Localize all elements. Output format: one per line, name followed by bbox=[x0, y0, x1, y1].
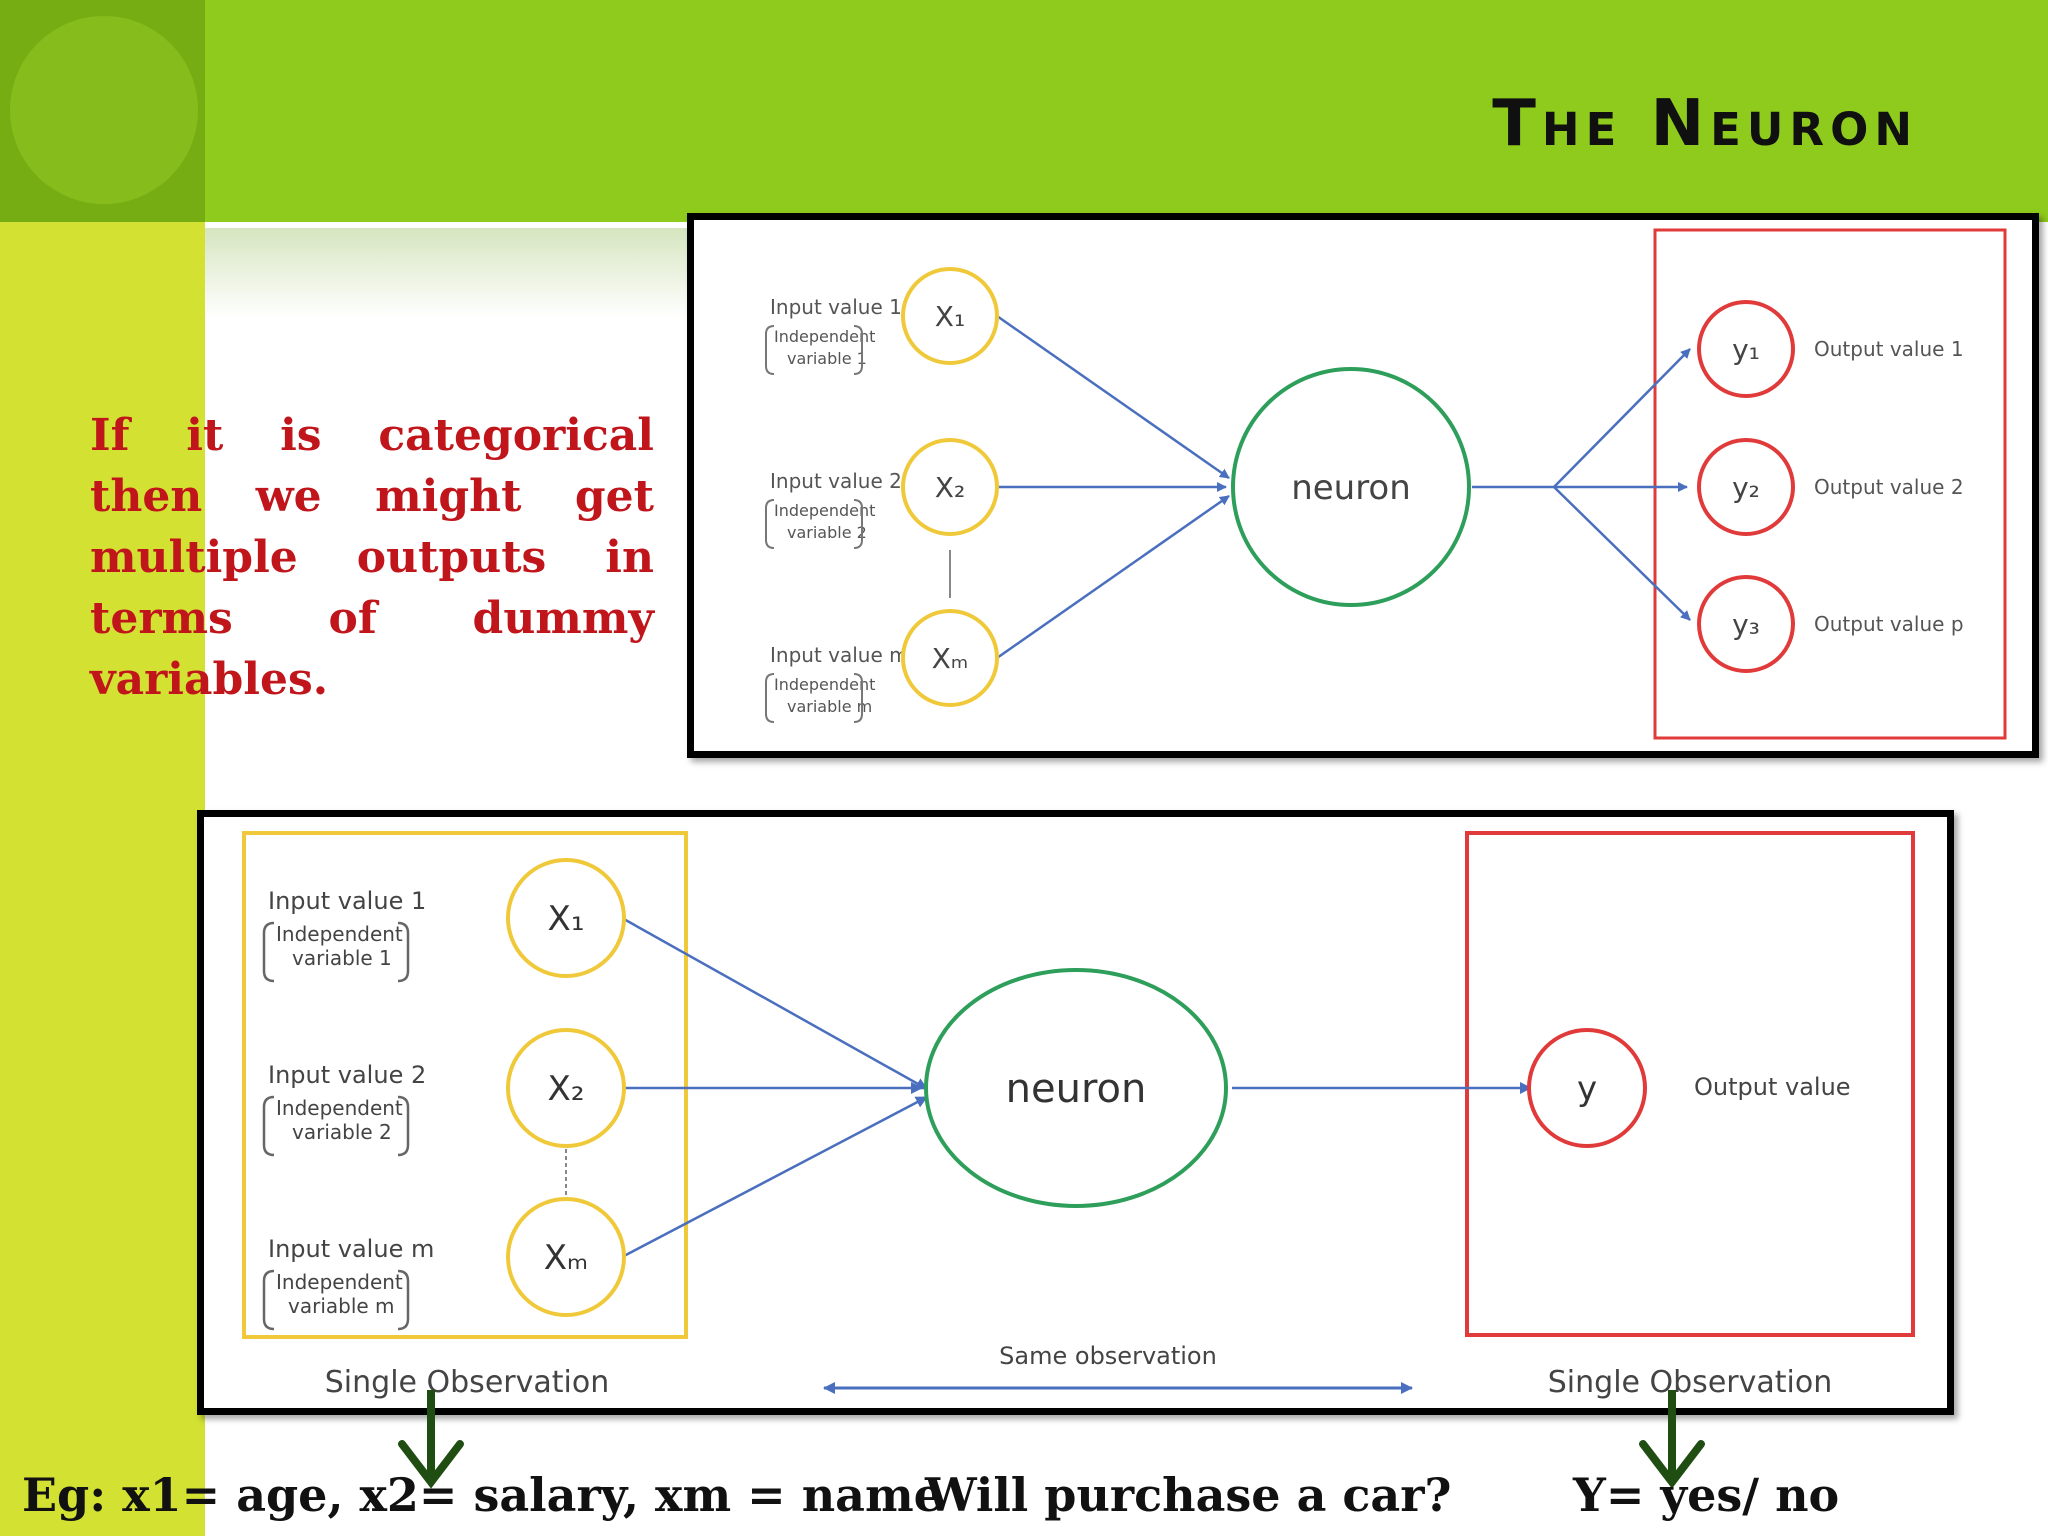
output-node-y3-label: y₃ bbox=[1732, 608, 1760, 641]
input-1-label: Input value 1 bbox=[268, 887, 426, 915]
bracket-right bbox=[397, 1095, 410, 1157]
input-1-sub1: Independent bbox=[276, 922, 403, 946]
edge-split-y3 bbox=[1553, 486, 1691, 621]
footer-question: Will purchase a car? bbox=[925, 1468, 1452, 1522]
input-m-sub2: variable m bbox=[787, 697, 872, 716]
neuron-label: neuron bbox=[1291, 468, 1411, 508]
input-2-sub2: variable 2 bbox=[787, 523, 867, 542]
input-m-sub1: Independent bbox=[276, 1270, 403, 1294]
output-node-y2-label: y₂ bbox=[1732, 471, 1760, 504]
output-2: y₂ Output value 2 bbox=[1697, 438, 1964, 536]
input-m: Input value m Independent variable m Xₘ bbox=[262, 1197, 626, 1331]
bracket-left bbox=[262, 1095, 275, 1157]
input-node-x1-label: X₁ bbox=[935, 300, 965, 333]
input-node-x1 bbox=[506, 858, 626, 978]
input-1-sub2: variable 1 bbox=[292, 946, 392, 970]
bracket-right bbox=[853, 325, 863, 375]
output-1: y₁ Output value 1 bbox=[1697, 300, 1964, 398]
output-node-y1 bbox=[1697, 300, 1795, 398]
bracket-left bbox=[262, 1269, 275, 1331]
middle-caption: Same observation bbox=[999, 1342, 1217, 1370]
output-box bbox=[1653, 228, 2007, 740]
diagram-bottom-svg: Input value 1 Independent variable 1 X₁ … bbox=[242, 831, 1915, 1400]
input-1-sub2: variable 1 bbox=[787, 349, 867, 368]
footer-example: Eg: x1= age, x2= salary, xm = name bbox=[22, 1468, 943, 1522]
diagram-top-svg: Input value 1 Independent variable 1 X₁ … bbox=[765, 228, 2007, 740]
slide-title: The Neuron bbox=[1492, 87, 1918, 161]
edge-x1-neuron bbox=[996, 314, 1230, 480]
output-node-y1-label: y₁ bbox=[1732, 333, 1760, 366]
edge-xm-neuron bbox=[621, 1095, 928, 1259]
input-node-xm bbox=[506, 1197, 626, 1317]
diagram-multiple-outputs: Input value 1 Independent variable 1 X₁ … bbox=[687, 213, 2039, 758]
bracket-right bbox=[853, 673, 863, 723]
input-node-x2-label: X₂ bbox=[548, 1069, 585, 1109]
neuron-label: neuron bbox=[1006, 1066, 1147, 1112]
neuron-node bbox=[924, 968, 1228, 1208]
output-1-label: Output value 1 bbox=[1814, 337, 1964, 361]
input-2-sub1: Independent bbox=[774, 501, 875, 520]
input-m-sub1: Independent bbox=[774, 675, 875, 694]
neuron-node bbox=[1231, 367, 1471, 607]
input-node-x1 bbox=[901, 267, 999, 365]
input-2-sub2: variable 2 bbox=[292, 1120, 392, 1144]
input-1: Input value 1 Independent variable 1 X₁ bbox=[765, 267, 999, 375]
bracket-right bbox=[853, 499, 863, 549]
down-arrow-icon bbox=[1639, 1390, 1705, 1489]
output-node-y-label: y bbox=[1577, 1069, 1597, 1109]
bracket-left bbox=[765, 673, 775, 723]
bracket-left bbox=[765, 499, 775, 549]
input-box bbox=[242, 831, 688, 1339]
input-node-xm bbox=[901, 609, 999, 707]
diagram-single-output: Input value 1 Independent variable 1 X₁ … bbox=[197, 810, 1954, 1415]
input-m-label: Input value m bbox=[770, 643, 909, 667]
header-band bbox=[0, 0, 2048, 222]
right-caption: Single Observation bbox=[1548, 1365, 1832, 1400]
input-m-label: Input value m bbox=[268, 1235, 434, 1263]
input-1: Input value 1 Independent variable 1 X₁ bbox=[262, 858, 626, 983]
bracket-right bbox=[397, 921, 410, 983]
left-caption: Single Observation bbox=[325, 1365, 609, 1400]
bracket-right bbox=[397, 1269, 410, 1331]
input-2-label: Input value 2 bbox=[770, 469, 902, 493]
edge-x1-neuron bbox=[621, 916, 928, 1091]
left-accent-bar bbox=[0, 222, 205, 1536]
input-2: Input value 2 Independent variable 2 X₂ bbox=[262, 1028, 626, 1157]
output-label: Output value bbox=[1694, 1073, 1851, 1101]
input-node-xm-label: Xₘ bbox=[544, 1238, 588, 1278]
output-node-y bbox=[1527, 1028, 1647, 1148]
bracket-left bbox=[765, 325, 775, 375]
edge-split-y1 bbox=[1553, 348, 1691, 488]
input-node-xm-label: Xₘ bbox=[932, 642, 969, 675]
input-m: Input value m Independent variable m Xₘ bbox=[765, 609, 999, 723]
down-arrow-icon bbox=[398, 1390, 464, 1489]
input-m-sub2: variable m bbox=[288, 1294, 395, 1318]
input-2-sub1: Independent bbox=[276, 1096, 403, 1120]
input-1-label: Input value 1 bbox=[770, 295, 902, 319]
input-2: Input value 2 Independent variable 2 X₂ bbox=[765, 438, 999, 549]
output-node-y3 bbox=[1697, 575, 1795, 673]
output-p: y₃ Output value p bbox=[1697, 575, 1964, 673]
footer-answer: Y= yes/ no bbox=[1573, 1468, 1840, 1522]
bracket-left bbox=[262, 921, 275, 983]
input-node-x2 bbox=[506, 1028, 626, 1148]
input-1-sub1: Independent bbox=[774, 327, 875, 346]
input-2-label: Input value 2 bbox=[268, 1061, 426, 1089]
output-node-y2 bbox=[1697, 438, 1795, 536]
input-node-x2-label: X₂ bbox=[935, 471, 965, 504]
corner-circle-decoration bbox=[10, 16, 198, 204]
output-box bbox=[1465, 831, 1915, 1337]
input-node-x2 bbox=[901, 438, 999, 536]
side-note: If it is categorical then we might get m… bbox=[90, 410, 654, 705]
output-2-label: Output value 2 bbox=[1814, 475, 1964, 499]
input-node-x1-label: X₁ bbox=[548, 899, 585, 939]
edge-xm-neuron bbox=[996, 494, 1230, 660]
output-p-label: Output value p bbox=[1814, 612, 1964, 636]
